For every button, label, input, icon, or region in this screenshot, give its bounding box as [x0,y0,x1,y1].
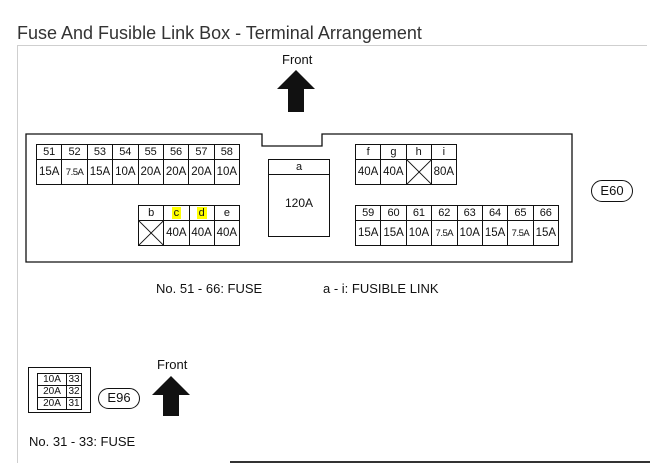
link-rating: 40A [188,220,215,246]
fuse-rating: 10A [112,159,139,185]
small-fuse-block-outline [28,367,91,413]
front-arrow-icon [152,376,190,416]
front-label: Front [157,357,188,372]
fuse-rating: 10A [405,220,433,246]
fuse-number: 33 [66,373,82,386]
link-letter-highlighted: d [188,205,215,221]
fuse-number: 31 [66,397,82,410]
link-letter: a [269,160,329,175]
fuse-rating: 15A [380,220,407,246]
caption-fusible-link-range: a - i: FUSIBLE LINK [323,281,439,296]
fuse-rating: 10A [456,220,483,246]
fuse-number: 61 [405,205,433,221]
fuse-rating: 15A [481,220,509,246]
fuse-number: 51 [35,144,63,160]
fuse-rating: 15A [354,220,382,246]
link-letter: h [405,144,432,160]
fuse-number: 65 [507,205,534,221]
fuse-rating: 20A [37,385,67,398]
fuse-rating: 7.5A [507,220,534,246]
fuse-number: 52 [61,144,88,160]
divider-line [230,461,650,463]
caption-fuse-range: No. 51 - 66: FUSE [156,281,263,296]
fuse-rating: 7.5A [431,220,458,246]
link-letter: f [354,144,382,160]
fuse-number: 66 [532,205,560,221]
fuse-number: 63 [456,205,483,221]
fusible-link-grid-b-e: b c d e 40A 40A 40A [137,205,241,246]
connector-badge-e96: E96 [98,388,140,409]
fuse-number: 60 [380,205,407,221]
link-rating: 40A [213,220,241,246]
fuse-rating: 7.5A [61,159,88,185]
link-letter: g [380,144,407,160]
fuse-rating: 10A [37,373,67,386]
fuse-number: 53 [86,144,114,160]
small-fuse-grid: 10A 33 20A 32 20A 31 [37,373,82,410]
fuse-rating: 20A [188,159,215,185]
front-arrow-icon [277,70,315,112]
empty-slot-cross [137,220,165,246]
fuse-number: 57 [188,144,215,160]
fuse-rating: 15A [35,159,63,185]
fuse-rating: 15A [532,220,560,246]
fuse-rating: 20A [137,159,164,185]
fuse-grid-51-58: 51 52 53 54 55 56 57 58 15A 7.5A 15A 10A… [35,144,241,185]
link-rating: 120A [284,196,314,210]
connector-badge-e60: E60 [591,180,633,202]
link-rating: 40A [163,220,190,246]
fusible-link-grid-f-i: f g h i 40A 40A 80A [354,144,458,185]
fuse-number: 55 [137,144,164,160]
front-label: Front [282,52,313,67]
fuse-number: 64 [481,205,509,221]
link-letter: i [430,144,458,160]
diagram-frame [17,45,647,463]
link-letter-highlighted: c [163,205,190,221]
fuse-rating: 15A [86,159,114,185]
page-title: Fuse And Fusible Link Box - Terminal Arr… [17,23,422,43]
link-letter: b [137,205,165,221]
link-rating: 80A [430,159,458,185]
fuse-grid-59-66: 59 60 61 62 63 64 65 66 15A 15A 10A 7.5A… [354,205,560,246]
link-rating: 40A [354,159,382,185]
fuse-number: 62 [431,205,458,221]
fusible-link-a: a 120A [268,159,330,237]
link-letter: e [213,205,241,221]
fuse-rating: 10A [213,159,241,185]
fuse-number: 59 [354,205,382,221]
fuse-number: 32 [66,385,82,398]
empty-slot-cross [405,159,432,185]
fuse-rating: 20A [37,397,67,410]
fuse-number: 58 [213,144,241,160]
fuse-number: 54 [112,144,139,160]
fuse-rating: 20A [162,159,190,185]
link-rating: 40A [380,159,407,185]
fuse-number: 56 [162,144,190,160]
caption-small-fuse-range: No. 31 - 33: FUSE [29,434,136,449]
